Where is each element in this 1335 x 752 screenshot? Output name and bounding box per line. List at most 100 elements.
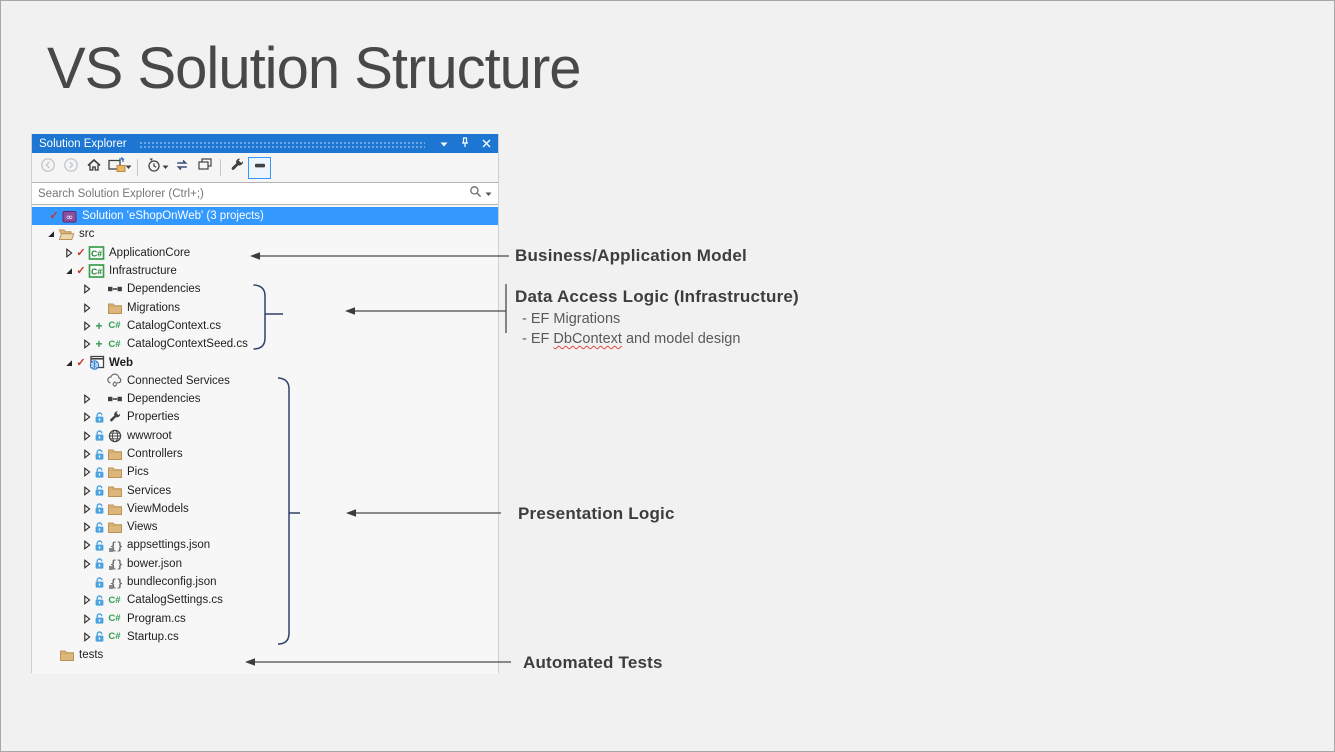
expander-collapsed-icon[interactable] — [63, 247, 75, 258]
tree-item[interactable]: {}bundleconfig.json — [32, 573, 498, 591]
tree-item-label: Dependencies — [127, 283, 201, 296]
web-project-icon — [87, 355, 106, 370]
window-options-button[interactable] — [435, 136, 453, 152]
wrench-icon — [105, 410, 124, 424]
tree-item[interactable]: Controllers — [32, 445, 498, 463]
sync-icon — [174, 157, 190, 178]
switch-views-icon — [107, 157, 126, 178]
search-input[interactable] — [32, 186, 469, 201]
annotation-data-access: Data Access Logic (Infrastructure) - EF … — [515, 287, 799, 347]
annotation-data-access-title: Data Access Logic (Infrastructure) — [515, 287, 799, 306]
solution-explorer-toolbar — [32, 153, 498, 182]
search-icon[interactable] — [469, 185, 482, 203]
json-file-icon: {} — [105, 556, 124, 571]
tree-item[interactable]: {}bower.json — [32, 555, 498, 573]
tree-item[interactable]: C#CatalogSettings.cs — [32, 591, 498, 609]
tree-item-label: Startup.cs — [127, 630, 179, 643]
tree-item[interactable]: C#Program.cs — [32, 610, 498, 628]
tree-item[interactable]: ✓C#ApplicationCore — [32, 244, 498, 262]
tree-item[interactable]: Dependencies — [32, 390, 498, 408]
tree-item[interactable]: ✓C#Infrastructure — [32, 262, 498, 280]
tree-item[interactable]: ViewModels — [32, 500, 498, 518]
annotation-presentation-title: Presentation Logic — [518, 504, 675, 523]
expander-collapsed-icon[interactable] — [81, 302, 93, 313]
tree-item[interactable]: {}appsettings.json — [32, 536, 498, 554]
tree-item[interactable]: Connected Services — [32, 372, 498, 390]
annotation-data-access-bullet2: - EF DbContext and model design — [522, 331, 741, 347]
tree-item[interactable]: tests — [32, 646, 498, 664]
tree-item[interactable]: Services — [32, 481, 498, 499]
folder-icon — [105, 484, 124, 498]
expander-collapsed-icon[interactable] — [81, 467, 93, 478]
tree-item[interactable]: src — [32, 225, 498, 243]
expander-collapsed-icon[interactable] — [81, 394, 93, 405]
folder-icon — [105, 465, 124, 479]
annotation-automated-tests-title: Automated Tests — [523, 653, 663, 672]
expander-collapsed-icon[interactable] — [81, 412, 93, 423]
tree-item-label: Controllers — [127, 448, 183, 460]
expander-expanded-icon[interactable] — [45, 229, 57, 239]
collapse-all-button[interactable] — [193, 157, 216, 179]
expander-collapsed-icon[interactable] — [81, 339, 93, 350]
tree-item-label: tests — [79, 649, 104, 662]
tree-item[interactable]: C#Startup.cs — [32, 628, 498, 646]
tree-item[interactable]: Views — [32, 518, 498, 536]
globe-icon — [105, 429, 124, 443]
show-all-files-button[interactable] — [248, 156, 271, 179]
annotation-business-title: Business/Application Model — [515, 246, 747, 265]
lock-overlay-icon — [93, 429, 105, 442]
tree-item[interactable]: Properties — [32, 408, 498, 426]
expander-expanded-icon[interactable] — [63, 266, 75, 276]
expander-collapsed-icon[interactable] — [81, 540, 93, 551]
tree-item[interactable]: wwwroot — [32, 427, 498, 445]
expander-collapsed-icon[interactable] — [81, 595, 93, 606]
dropdown-caret-icon[interactable] — [162, 164, 170, 171]
properties-wrench-button[interactable] — [225, 157, 248, 179]
tree-item[interactable]: ✓∞Solution 'eShopOnWeb' (3 projects) — [32, 207, 498, 226]
tree-item[interactable]: +C#CatalogContext.cs — [32, 317, 498, 335]
expander-collapsed-icon[interactable] — [81, 430, 93, 441]
expander-collapsed-icon[interactable] — [81, 522, 93, 533]
pending-changes-filter-button[interactable] — [142, 157, 165, 179]
tree-item[interactable]: Pics — [32, 463, 498, 481]
tree-item-label: CatalogSettings.cs — [127, 594, 223, 607]
tree-item-label: Views — [127, 521, 158, 534]
nav-forward-button[interactable] — [59, 157, 82, 179]
tree-item-label: wwwroot — [127, 429, 172, 442]
expander-collapsed-icon[interactable] — [81, 320, 93, 331]
plus-overlay-icon: + — [95, 318, 103, 333]
tree-item[interactable]: Dependencies — [32, 280, 498, 298]
expander-expanded-icon[interactable] — [63, 358, 75, 368]
tree-item[interactable]: ✓Web — [32, 353, 498, 371]
expander-collapsed-icon[interactable] — [81, 632, 93, 642]
expander-collapsed-icon[interactable] — [81, 558, 93, 569]
sync-button[interactable] — [170, 157, 193, 179]
tree-item[interactable]: Migrations — [32, 298, 498, 316]
nav-back-button[interactable] — [36, 157, 59, 179]
annotation-data-access-bullet1: - EF Migrations — [522, 311, 621, 327]
dependencies-icon — [105, 393, 124, 405]
lock-overlay-icon — [93, 466, 105, 479]
tree-item-label: Properties — [127, 411, 180, 424]
dropdown-caret-icon[interactable] — [125, 164, 133, 171]
tree-item-label: ViewModels — [127, 502, 189, 515]
svg-text:C#: C# — [91, 248, 102, 258]
expander-collapsed-icon[interactable] — [81, 284, 93, 295]
tree-item[interactable]: +C#CatalogContextSeed.cs — [32, 335, 498, 353]
csharp-file-icon: C# — [108, 338, 121, 350]
solution-explorer-titlebar[interactable]: Solution Explorer — [32, 134, 498, 153]
home-button[interactable] — [82, 157, 105, 179]
tree-item-label: src — [79, 228, 95, 241]
pin-button[interactable] — [456, 136, 474, 152]
expander-collapsed-icon[interactable] — [81, 485, 93, 496]
close-button[interactable] — [477, 136, 495, 152]
expander-collapsed-icon[interactable] — [81, 449, 93, 459]
expander-collapsed-icon[interactable] — [81, 503, 93, 514]
tree-item-label: ApplicationCore — [109, 246, 191, 259]
solution-tree: ✓∞Solution 'eShopOnWeb' (3 projects) src ✓… — [32, 205, 498, 674]
switch-views-button[interactable] — [105, 157, 128, 179]
expander-collapsed-icon[interactable] — [81, 613, 93, 624]
nav-forward-icon — [63, 157, 79, 178]
search-options-caret-icon[interactable] — [485, 185, 492, 203]
